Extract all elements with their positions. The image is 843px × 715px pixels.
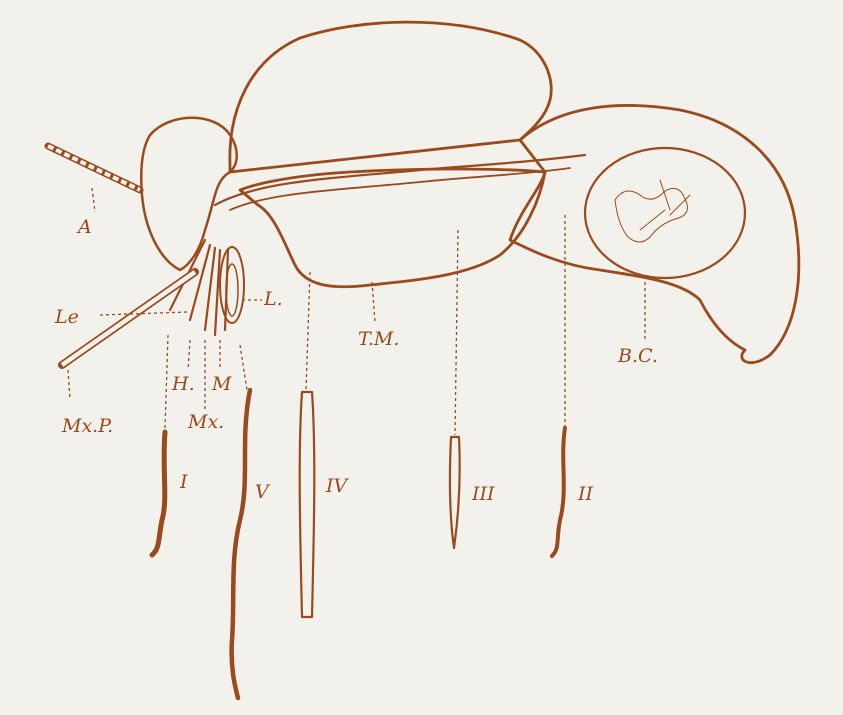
stylet-II (552, 428, 565, 556)
antenna (48, 146, 140, 190)
label-Mx: Mx. (187, 411, 224, 433)
label-III: III (471, 483, 495, 505)
label-IV: IV (325, 475, 350, 497)
stylet-V (232, 390, 250, 698)
label-A: A (76, 216, 92, 238)
label-TM: T.M. (358, 328, 399, 350)
label-V: V (255, 481, 271, 503)
mouthpart-bundle (170, 240, 244, 335)
label-MxP: Mx.P. (61, 415, 113, 437)
label-H: H. (171, 373, 195, 395)
label-II: II (577, 483, 594, 505)
label-Le: Le (54, 306, 79, 328)
label-M: M (211, 373, 232, 395)
label-I: I (179, 471, 188, 493)
stylet-I (152, 432, 165, 555)
leader-lines (68, 188, 645, 435)
muscle-mass-upper (230, 22, 551, 172)
label-L: L. (263, 288, 283, 310)
stylet-III (450, 437, 460, 548)
bc-organ (585, 148, 745, 278)
head-lobe (141, 118, 236, 270)
label-BC: B.C. (617, 345, 658, 367)
posterior-body (510, 105, 799, 362)
thoracic-muscle (240, 169, 545, 287)
stylet-IV (300, 392, 315, 617)
